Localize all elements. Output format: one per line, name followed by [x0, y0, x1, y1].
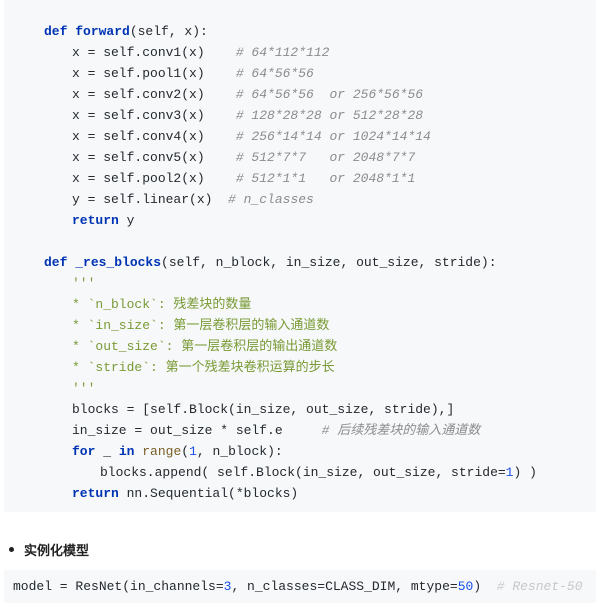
- code-line: blocks.append( self.Block(in_size, out_s…: [44, 462, 537, 483]
- code-token: def: [44, 24, 76, 39]
- code-line: blocks = [self.Block(in_size, out_size, …: [44, 399, 537, 420]
- code-line: x = self.pool1(x) # 64*56*56: [44, 63, 537, 84]
- code-token: , n_classes=CLASS_DIM, mtype=: [231, 579, 458, 594]
- code-line: return y: [44, 210, 537, 231]
- code-lines: def forward(self, x):x = self.conv1(x) #…: [44, 21, 537, 504]
- code-line: in_size = out_size * self.e # 后续残差块的输入通道…: [44, 420, 537, 441]
- code-line: y = self.linear(x) # n_classes: [44, 189, 537, 210]
- code-token: * `stride`: 第一个残差块卷积运算的步长: [72, 360, 335, 375]
- code-token: return: [72, 486, 127, 501]
- code-line: ''': [44, 378, 537, 399]
- code-line: * `in_size`: 第一层卷积层的输入通道数: [44, 315, 537, 336]
- code-token: (self, n_block, in_size, out_size, strid…: [161, 255, 497, 270]
- code-token: ''': [72, 276, 96, 291]
- bullet-icon: [9, 546, 14, 552]
- code-token: (self, x):: [129, 24, 208, 39]
- code-token: # 512*7*7 or 2048*7*7: [235, 150, 416, 165]
- code-line: for _ in range(1, n_block):: [44, 441, 537, 462]
- code-line: * `n_block`: 残差块的数量: [44, 294, 537, 315]
- code-token: , n_block):: [196, 444, 283, 459]
- code-token: blocks = [self.Block(in_size, out_size, …: [72, 402, 455, 417]
- code-line: x = self.conv3(x) # 128*28*28 or 512*28*…: [44, 105, 537, 126]
- code-line: def _res_blocks(self, n_block, in_size, …: [44, 252, 537, 273]
- code-line: * `out_size`: 第一层卷积层的输出通道数: [44, 336, 537, 357]
- section-heading: 实例化模型: [9, 539, 89, 559]
- code-token: * `in_size`: 第一层卷积层的输入通道数: [72, 318, 330, 333]
- code-token: (: [181, 444, 190, 459]
- code-line: x = self.conv1(x) # 64*112*112: [44, 42, 537, 63]
- code-token: # 64*56*56: [235, 66, 314, 81]
- code-token: forward: [75, 24, 130, 39]
- code-token: blocks.append( self.Block(in_size, out_s…: [100, 465, 506, 480]
- code-token: # 256*14*14 or 1024*14*14: [235, 129, 431, 144]
- code-token: # n_classes: [228, 192, 314, 207]
- code-line: x = self.conv5(x) # 512*7*7 or 2048*7*7: [44, 147, 537, 168]
- code-block-class-methods: def forward(self, x):x = self.conv1(x) #…: [4, 0, 596, 512]
- code-token: # Resnet-50: [496, 579, 583, 594]
- code-token: # 128*28*28 or 512*28*28: [235, 108, 424, 123]
- code-token: _res_blocks: [75, 255, 162, 270]
- code-token: # 64*56*56 or 256*56*56: [235, 87, 424, 102]
- code-line: ''': [44, 273, 537, 294]
- code-token: x = self.conv5(x): [72, 150, 236, 165]
- code-token: model = ResNet(in_channels=: [13, 579, 224, 594]
- section-title: 实例化模型: [24, 543, 90, 559]
- code-line: x = self.conv4(x) # 256*14*14 or 1024*14…: [44, 126, 537, 147]
- code-line: [44, 231, 537, 252]
- code-token: _: [103, 444, 119, 459]
- code-token: # 后续残差块的输入通道数: [321, 423, 481, 438]
- code-token: # 512*1*1 or 2048*1*1: [235, 171, 416, 186]
- code-token: 50: [457, 579, 474, 594]
- code-line: model = ResNet(in_channels=3, n_classes=…: [13, 576, 583, 597]
- code-token: ) ): [513, 465, 537, 480]
- code-token: x = self.conv1(x): [72, 45, 236, 60]
- code-line: def forward(self, x):: [44, 21, 537, 42]
- code-block-model-instantiation: model = ResNet(in_channels=3, n_classes=…: [4, 570, 596, 603]
- code-token: y = self.linear(x): [72, 192, 229, 207]
- code-token: * `n_block`: 残差块的数量: [72, 297, 252, 312]
- code-token: x = self.conv4(x): [72, 129, 236, 144]
- code-token: nn.Sequential(*blocks): [126, 486, 299, 501]
- code-token: 1: [505, 465, 514, 480]
- code-token: range: [142, 444, 182, 459]
- code-line: x = self.conv2(x) # 64*56*56 or 256*56*5…: [44, 84, 537, 105]
- code-token: in: [118, 444, 143, 459]
- code-token: 1: [189, 444, 197, 459]
- code-token: 3: [223, 579, 232, 594]
- code-line: * `stride`: 第一个残差块卷积运算的步长: [44, 357, 537, 378]
- code-line: x = self.pool2(x) # 512*1*1 or 2048*1*1: [44, 168, 537, 189]
- code-line: return nn.Sequential(*blocks): [44, 483, 537, 504]
- code-token: y: [126, 213, 135, 228]
- code-token: x = self.pool2(x): [72, 171, 236, 186]
- code-token: ''': [72, 381, 96, 396]
- code-token: * `out_size`: 第一层卷积层的输出通道数: [72, 339, 338, 354]
- code-token: for: [72, 444, 104, 459]
- code-token: def: [44, 255, 76, 270]
- code-token: x = self.conv2(x): [72, 87, 236, 102]
- code-token: return: [72, 213, 127, 228]
- code-token: x = self.pool1(x): [72, 66, 236, 81]
- code-token: x = self.conv3(x): [72, 108, 236, 123]
- code-token: in_size = out_size * self.e: [72, 423, 322, 438]
- code-token: # 64*112*112: [235, 45, 330, 60]
- code-token: ): [473, 579, 497, 594]
